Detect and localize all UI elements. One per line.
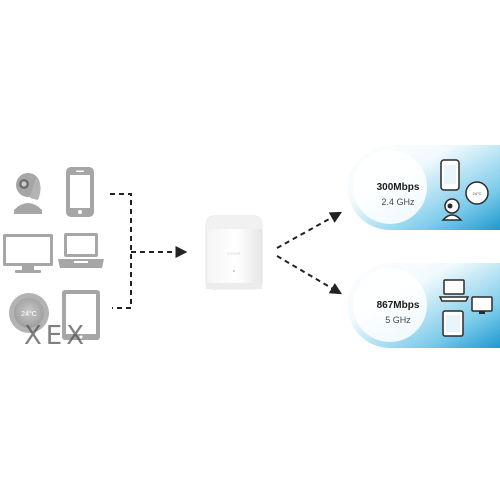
laptop-icon xyxy=(438,279,470,302)
left-connector-lines xyxy=(110,193,188,309)
router-brand-label: COVR xyxy=(227,251,241,256)
mesh-router: COVR xyxy=(205,215,263,290)
thermostat-temp-label: 24°C xyxy=(21,310,37,318)
monitor-icon xyxy=(3,234,53,273)
tablet-icon xyxy=(62,290,100,340)
laptop-icon xyxy=(58,233,104,268)
monitor-icon xyxy=(471,296,493,314)
band-speed-label: 867Mbps xyxy=(377,300,420,311)
left-device-group: 24°C xyxy=(3,167,104,340)
thermostat-icon: 24°C xyxy=(465,181,489,205)
smartphone-icon xyxy=(66,167,94,217)
smartphone-icon xyxy=(440,159,460,191)
webcam-icon xyxy=(441,198,463,221)
band-frequency-label: 5 GHz xyxy=(385,315,411,325)
thermostat-temp-label-small: 24°C xyxy=(473,191,482,196)
band-panel-5ghz: 867Mbps 5 GHz xyxy=(347,263,500,348)
watermark-text: XEX xyxy=(24,321,88,351)
right-connector-lines xyxy=(276,211,343,295)
webcam-icon xyxy=(14,173,42,214)
band-frequency-label: 2.4 GHz xyxy=(381,197,415,207)
watermark-logo: XEX xyxy=(24,321,88,351)
tablet-icon xyxy=(442,310,464,337)
band-speed-label: 300Mbps xyxy=(377,182,420,193)
thermostat-icon: 24°C xyxy=(9,293,49,333)
band-panel-2-4ghz: 300Mbps 2.4 GHz 24°C xyxy=(347,145,500,230)
